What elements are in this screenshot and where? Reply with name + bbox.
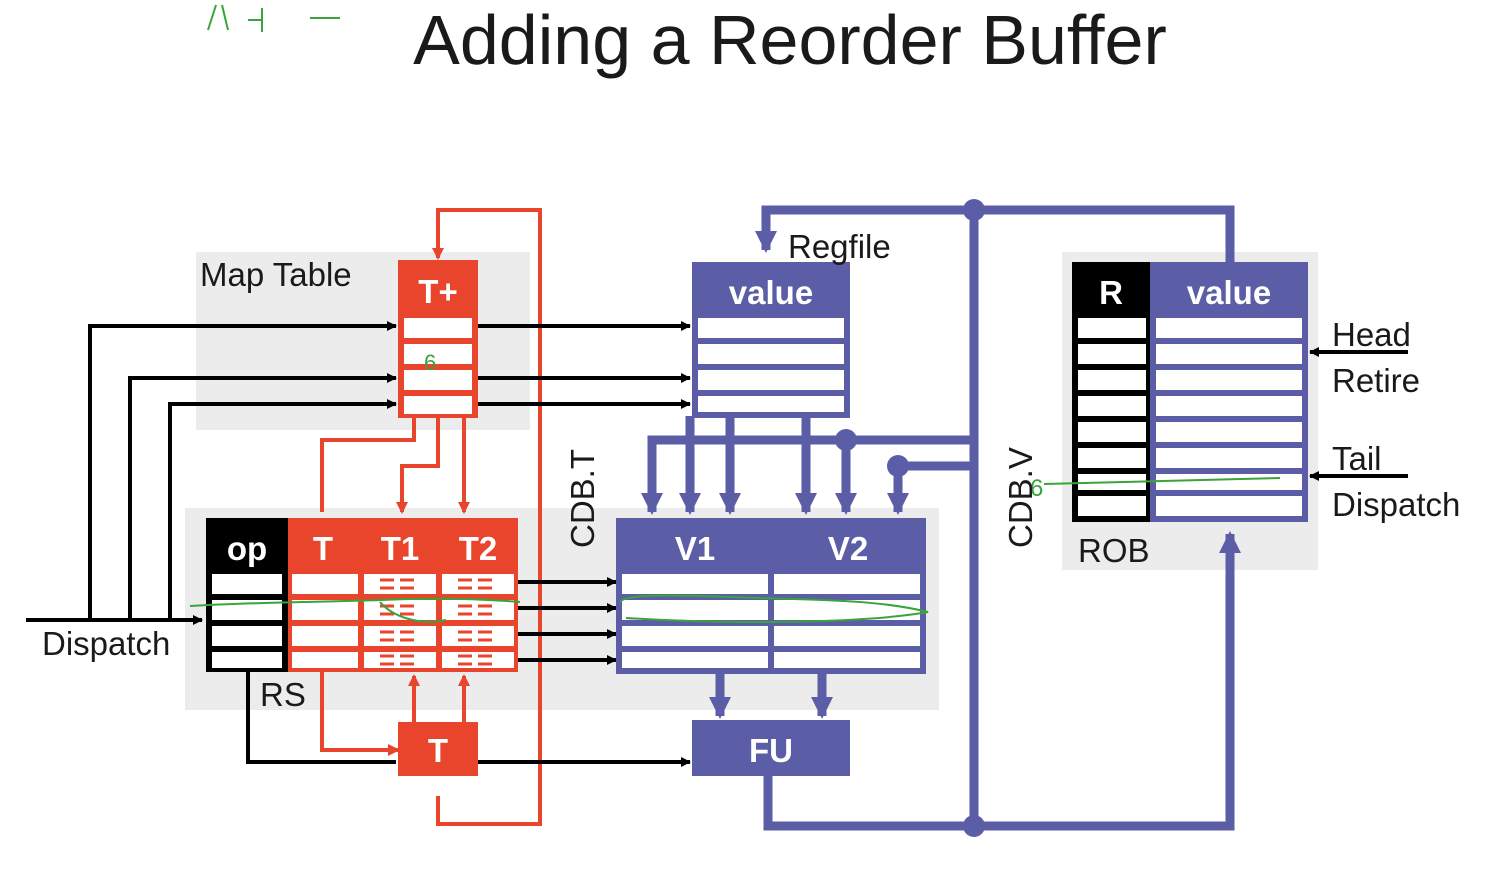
fu-block [692,720,850,776]
handwritten-annotations [189,477,1281,623]
rs-header-op: op [227,530,267,567]
rs-header-t: T [313,530,333,567]
rob-header-value: value [1187,274,1271,311]
map-table-label: Map Table [200,256,352,293]
tag-t-label: T [428,732,448,769]
red-tag-path [320,208,542,826]
rs-header-t2: T2 [459,530,498,567]
head-label: Head [1332,316,1411,353]
rob-header-r: R [1099,274,1123,311]
regfile [692,262,850,418]
retire-label: Retire [1332,362,1420,399]
dispatch-right-label: Dispatch [1332,486,1460,523]
rs-header-t1: T1 [381,530,420,567]
cdb-v-label: CDB.V [1002,447,1039,548]
rs-tag-dashes [380,578,492,666]
rs-tag-columns [288,518,518,672]
rs-header-v2: V2 [828,530,868,567]
regfile-header: value [729,274,813,311]
dispatch-left-label: Dispatch [42,625,170,662]
dispatch-lines [26,321,1408,767]
cdb-t-label: CDB.T [564,449,601,548]
rob-label: ROB [1078,532,1150,569]
rs-op-column [206,518,288,672]
page-title: Adding a Reorder Buffer [413,1,1167,79]
tail-label: Tail [1332,440,1382,477]
map-table-mark: 6 [424,350,436,375]
regfile-label: Regfile [788,228,891,265]
fu-label: FU [749,732,793,769]
bus-junction-dots [835,199,985,837]
handwriting-scribble [207,4,340,32]
rob-mark: 6 [1030,475,1043,502]
rs-header-v1: V1 [675,530,715,567]
rs-label: RS [260,676,306,713]
map-table [398,260,478,418]
tag-t-block [398,722,478,776]
map-table-header: T+ [418,273,457,310]
